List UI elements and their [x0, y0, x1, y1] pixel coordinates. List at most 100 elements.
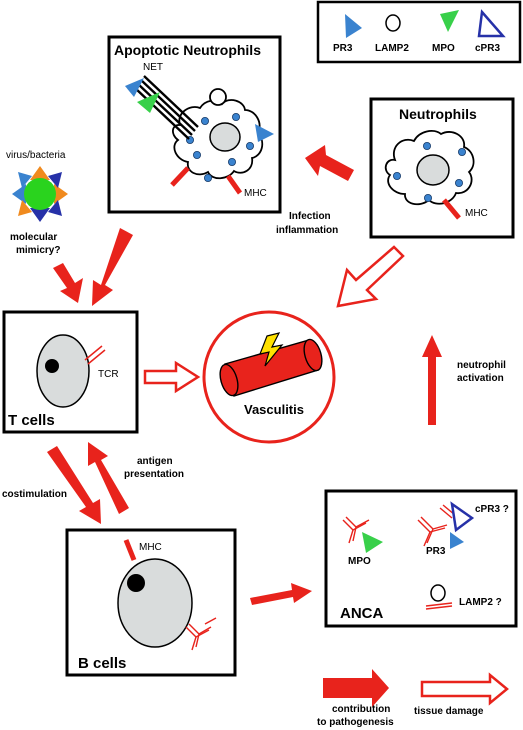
lamp2-legend-icon — [385, 14, 401, 32]
virus-spike — [30, 208, 50, 222]
cpr3-legend-icon — [477, 9, 506, 38]
granule — [454, 178, 463, 187]
activation-label-line1: neutrophil — [457, 360, 506, 371]
arrow-neutrophils-to-vasculitis — [336, 245, 405, 308]
arrow-bcells-to-anca — [250, 583, 312, 605]
arrow-bcells-to-tcells — [88, 442, 129, 514]
activation-label-line2: activation — [457, 373, 504, 384]
pr3-icon — [255, 124, 274, 142]
pr3-icon — [125, 78, 144, 97]
anca-title: ANCA — [340, 605, 383, 622]
arrow-tcells-to-bcells — [47, 446, 101, 524]
anca-mpo-label: MPO — [348, 556, 371, 567]
key-damage-label: tissue damage — [414, 706, 484, 717]
mhc-molecule — [442, 198, 461, 220]
anca-cpr3-label: cPR3 ? — [475, 504, 509, 515]
granule — [227, 157, 236, 166]
virus-spike — [48, 172, 62, 188]
bcells-title: B cells — [78, 655, 126, 672]
arrow-neutrophils-to-apoptotic — [305, 145, 354, 181]
apoptotic-neutrophils-title: Apoptotic Neutrophils — [114, 42, 261, 58]
bcell-nucleus — [127, 574, 145, 592]
legend-mpo-label: MPO — [432, 43, 455, 54]
virus-body — [24, 178, 56, 210]
pr3-icon — [450, 532, 464, 549]
antigen-label-line2: presentation — [124, 469, 184, 480]
molecular-mimicry-line2: mimicry? — [16, 245, 60, 256]
infection-label-line2: inflammation — [276, 225, 338, 236]
vasculitis-circle: Vasculitis — [202, 310, 336, 444]
mhc-molecule — [225, 174, 243, 195]
tcr-label: TCR — [98, 369, 119, 380]
bcells-panel: MHC B cells — [65, 528, 237, 677]
mpo-icon — [362, 532, 383, 553]
apoptotic-mhc-label: MHC — [244, 188, 267, 199]
antibody-icon — [342, 516, 370, 544]
vasculitis-title: Vasculitis — [244, 402, 304, 417]
tcr-receptor — [84, 345, 106, 365]
legend-cpr3-label: cPR3 — [475, 43, 500, 54]
antibody-icon — [425, 602, 453, 610]
granule — [423, 193, 432, 202]
granule — [392, 171, 401, 180]
net-strands — [134, 75, 199, 140]
neutrophils-panel: Neutrophils MHC — [369, 97, 515, 239]
mpo-icon — [137, 92, 160, 113]
apoptotic-bleb — [209, 88, 227, 106]
arrow-tcells-to-vasculitis — [143, 360, 201, 394]
granule — [422, 141, 431, 150]
apoptotic-nucleus — [209, 122, 241, 152]
virus-spike — [48, 200, 62, 216]
tcell-body — [36, 334, 90, 408]
apoptotic-neutrophils-panel: Apoptotic Neutrophils NET MHC — [107, 35, 282, 214]
granule — [200, 117, 209, 126]
blood-vessel-icon — [219, 338, 323, 397]
key-pathogenesis-line1: contribution — [332, 704, 390, 715]
tcell-nucleus — [45, 359, 59, 373]
arrow-apoptotic-to-tcells — [92, 228, 133, 306]
costimulation-label: costimulation — [2, 489, 67, 500]
granule — [231, 113, 240, 122]
anca-panel: MPO cPR3 ? PR3 LAMP2 ? ANCA — [324, 489, 518, 628]
anca-pr3-label: PR3 — [426, 546, 446, 557]
lamp2-icon — [430, 584, 446, 602]
key-hollow-arrow — [420, 672, 509, 706]
pr3-legend-icon — [345, 14, 362, 38]
neutrophils-title: Neutrophils — [399, 106, 477, 122]
virus-spike — [18, 200, 32, 216]
cpr3-icon — [450, 501, 475, 533]
antibody-icon — [185, 617, 217, 651]
granule — [245, 141, 254, 150]
mhc-molecule — [123, 539, 137, 561]
virus-bacteria: virus/bacteria molecular mimicry? — [6, 150, 68, 256]
virus-bacteria-label: virus/bacteria — [6, 150, 66, 161]
molecular-mimicry-line1: molecular — [10, 232, 57, 243]
virus-spike — [18, 172, 32, 188]
antigen-label-line1: antigen — [137, 456, 173, 467]
virus-spike — [12, 184, 26, 204]
neutrophils-mhc-label: MHC — [465, 208, 488, 219]
granule — [457, 147, 466, 156]
mpo-legend-icon — [440, 10, 459, 32]
granule — [203, 173, 212, 182]
legend-lamp2-label: LAMP2 — [375, 43, 409, 54]
key-pathogenesis-line2: to pathogenesis — [317, 717, 394, 728]
bcell-body — [117, 558, 193, 648]
legend-box: PR3 LAMP2 MPO cPR3 — [316, 0, 522, 64]
arrow-virus-to-tcells — [53, 263, 83, 303]
bcells-mhc-label: MHC — [139, 542, 162, 553]
virus-spike — [54, 184, 68, 204]
infection-label-line1: Infection — [289, 211, 331, 222]
key-solid-arrow — [323, 669, 389, 707]
neutrophil-nucleus — [416, 154, 450, 186]
anca-lamp2-label: LAMP2 ? — [459, 597, 502, 608]
net-label: NET — [143, 62, 163, 73]
granule — [192, 150, 201, 159]
arrow-neutrophil-activation — [422, 335, 442, 425]
tcells-panel: TCR T cells — [2, 310, 139, 434]
mhc-molecule — [170, 166, 190, 187]
lightning-icon — [259, 332, 284, 367]
legend-pr3-label: PR3 — [333, 43, 353, 54]
